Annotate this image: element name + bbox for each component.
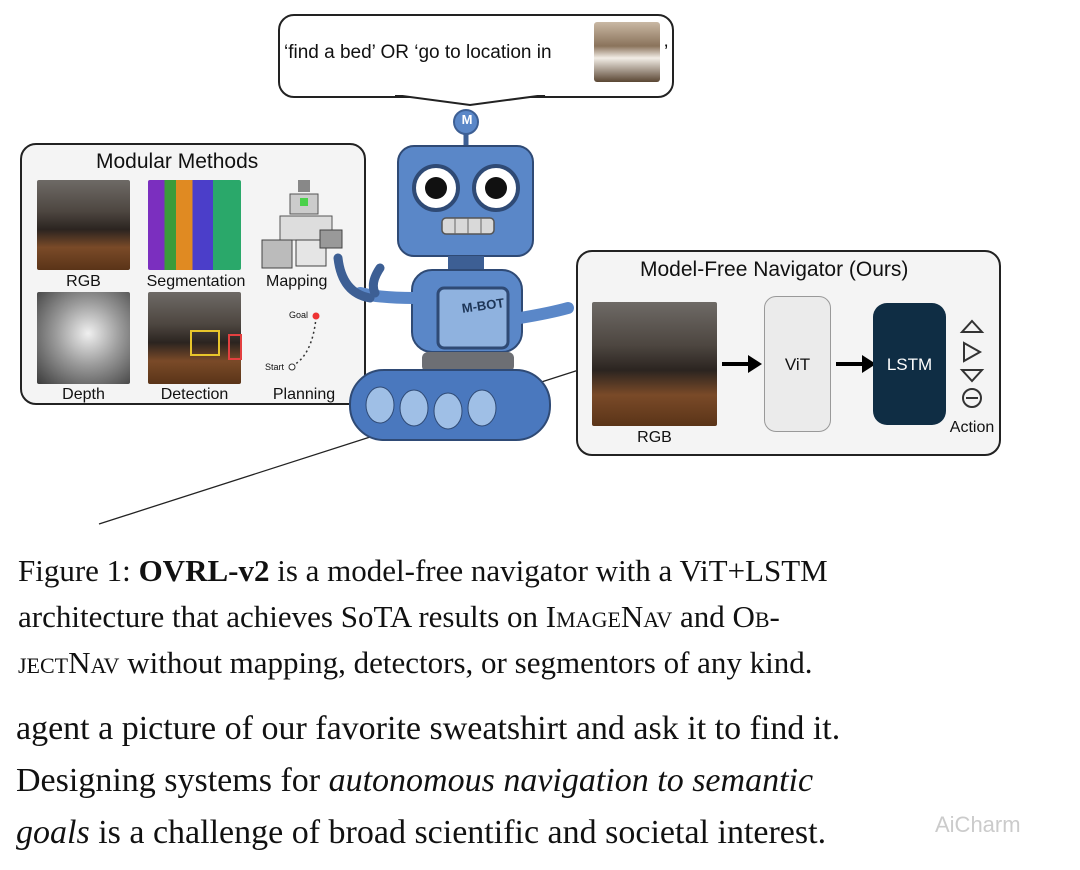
- stop-icon: [962, 388, 982, 408]
- body-text: Designing systems for: [16, 762, 329, 799]
- body-emphasis: goals: [16, 814, 90, 851]
- lstm-label: LSTM: [886, 355, 933, 374]
- caption-planning: Planning: [272, 386, 336, 403]
- navigator-title: Model-Free Navigator (Ours): [640, 258, 909, 281]
- caption-line-1: Figure 1: OVRL-v2 is a model-free naviga…: [18, 548, 828, 594]
- rgb-thumbnail: [37, 180, 130, 270]
- navigator-rgb-thumbnail: [592, 302, 717, 426]
- action-icons: [959, 319, 985, 408]
- figure-label: Figure 1:: [18, 553, 139, 588]
- caption-depth: Depth: [62, 386, 105, 403]
- right-arrow-icon: [963, 341, 983, 363]
- lstm-block: [873, 303, 946, 425]
- objectnav-term: Ob-: [732, 599, 780, 634]
- navigator-rgb-caption: RGB: [637, 429, 672, 446]
- body-line-3: goals is a challenge of broad scientific…: [16, 807, 826, 859]
- bedroom-thumbnail: [594, 22, 660, 82]
- objectnav-term: jectNav: [18, 645, 120, 680]
- watermark: AiCharm: [935, 812, 1021, 837]
- robot-illustration: [333, 109, 574, 441]
- bubble-text-end: ’: [664, 42, 669, 63]
- caption-mapping: Mapping: [266, 273, 328, 290]
- vit-block: [764, 296, 831, 432]
- vit-label: ViT: [784, 355, 811, 374]
- caption-rgb: RGB: [66, 273, 101, 290]
- detection-box: [228, 334, 242, 360]
- caption-text: and: [672, 599, 733, 634]
- body-line-1: agent a picture of our favorite sweatshi…: [16, 710, 841, 747]
- depth-thumbnail: [37, 292, 130, 384]
- segmentation-thumbnail: [148, 180, 241, 270]
- robot-antenna-label: M: [461, 112, 473, 127]
- caption-segmentation: Segmentation: [146, 273, 246, 290]
- down-arrow-icon: [959, 369, 985, 383]
- arrow-icon: [722, 355, 762, 373]
- arrow-icon: [836, 355, 876, 373]
- detection-box: [190, 330, 220, 356]
- bubble-text: ‘find a bed’ OR ‘go to location in: [284, 42, 552, 63]
- mapping-thumbnail: [261, 180, 343, 269]
- caption-text: without mapping, detectors, or segmentor…: [119, 645, 813, 680]
- caption-text: architecture that achieves SoTA results …: [18, 599, 546, 634]
- detection-thumbnail: [148, 292, 241, 384]
- action-caption: Action: [949, 419, 995, 436]
- planning-thumbnail: [288, 312, 320, 371]
- caption-text: is a model-free navigator with a ViT+LST…: [269, 553, 828, 588]
- speech-bubble-tail: [395, 95, 546, 107]
- method-name: OVRL-v2: [138, 553, 270, 588]
- up-arrow-icon: [959, 319, 985, 333]
- plan-start-label: Start: [265, 362, 285, 372]
- caption-line-3: jectNav without mapping, detectors, or s…: [18, 640, 813, 686]
- body-line-2: Designing systems for autonomous navigat…: [16, 755, 813, 807]
- modular-methods-title: Modular Methods: [96, 150, 259, 173]
- plan-goal-label: Goal: [289, 310, 309, 320]
- body-text: is a challenge of broad scientific and s…: [89, 814, 827, 851]
- imagenav-term: ImageNav: [545, 599, 673, 634]
- body-emphasis: autonomous navigation to semantic: [328, 762, 814, 799]
- caption-line-2: architecture that achieves SoTA results …: [18, 594, 780, 640]
- caption-detection: Detection: [160, 386, 229, 403]
